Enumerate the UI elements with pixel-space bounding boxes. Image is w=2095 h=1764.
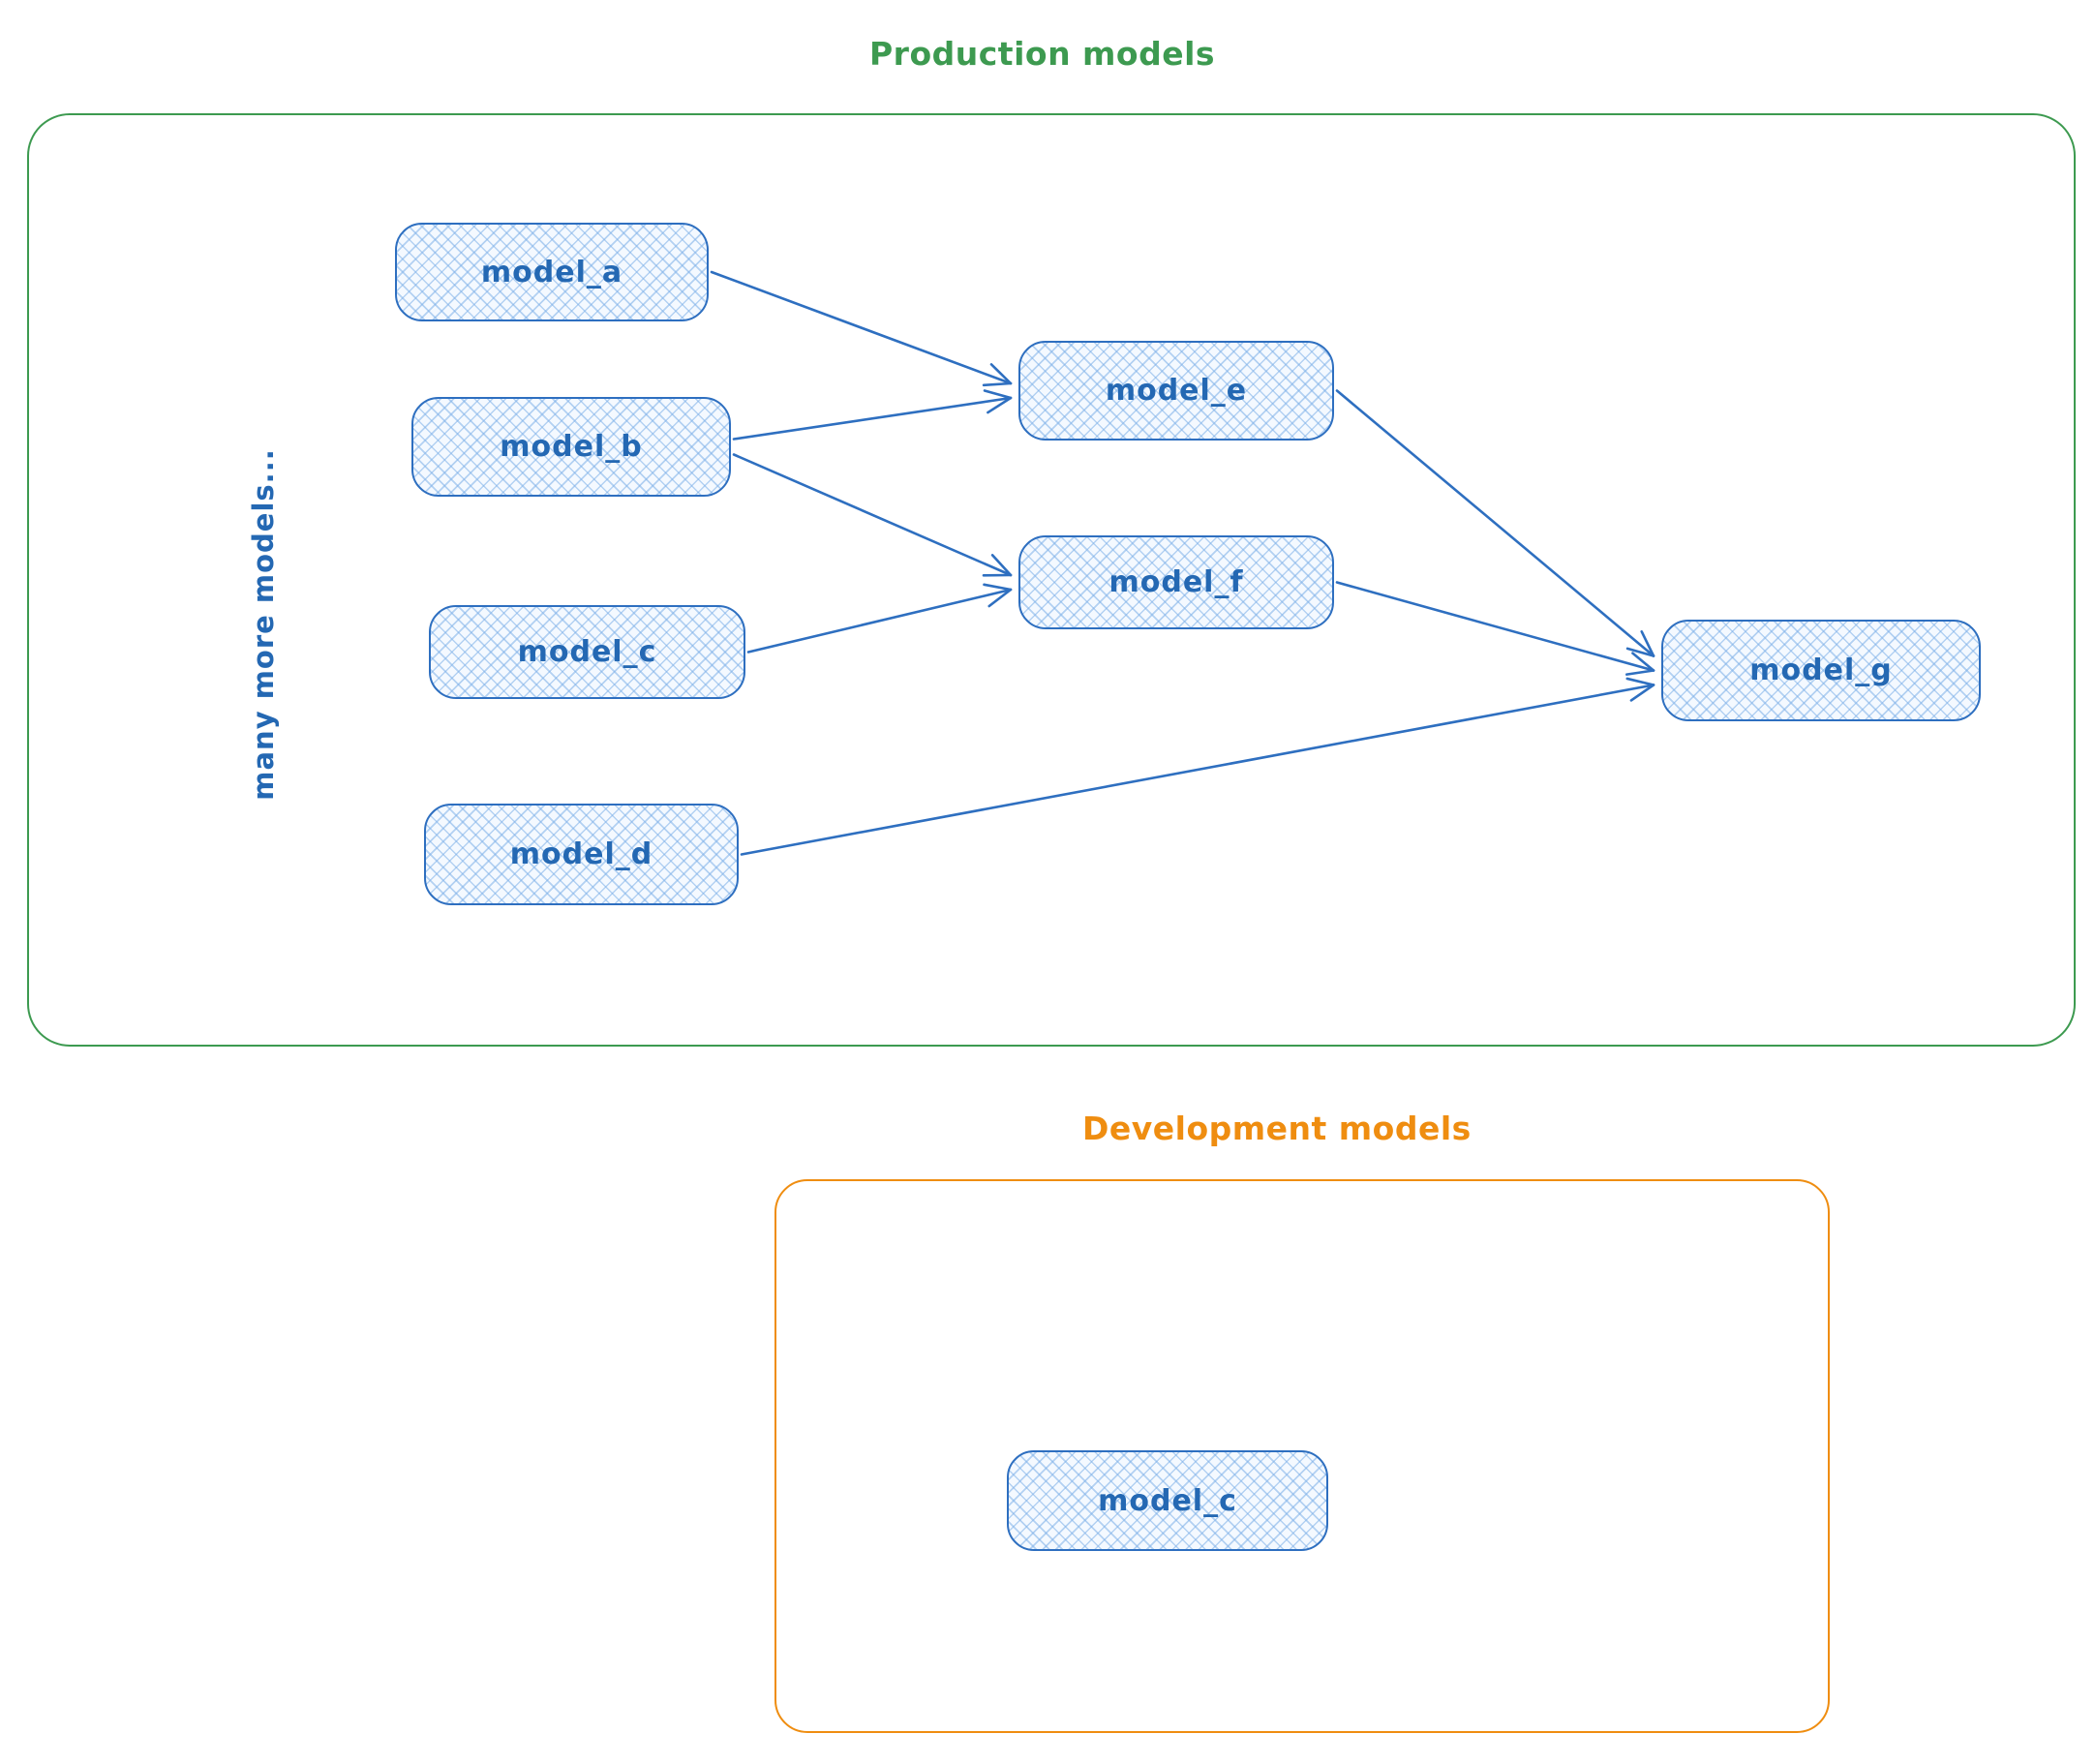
development-title: Development models xyxy=(1082,1110,1472,1147)
development-group-border xyxy=(774,1179,1830,1733)
production-group-border xyxy=(27,113,2076,1047)
production-title: Production models xyxy=(869,35,1216,73)
node-label: model_b xyxy=(500,430,643,464)
node-label: model_f xyxy=(1108,565,1244,599)
node-model-b: model_b xyxy=(411,397,731,497)
many-more-models-note: many more models... xyxy=(247,448,280,801)
node-model-f: model_f xyxy=(1018,535,1334,629)
node-label: model_c xyxy=(517,635,657,669)
node-model-c: model_c xyxy=(429,605,745,699)
node-model-g: model_g xyxy=(1661,620,1981,721)
node-model-e: model_e xyxy=(1018,341,1334,441)
node-label: model_c xyxy=(1098,1483,1237,1518)
node-label: model_g xyxy=(1749,654,1893,687)
node-label: model_a xyxy=(480,255,623,289)
node-label: model_d xyxy=(509,837,653,871)
node-label: model_e xyxy=(1105,374,1248,408)
node-dev-model-c: model_c xyxy=(1007,1450,1328,1551)
node-model-d: model_d xyxy=(424,804,739,905)
node-model-a: model_a xyxy=(395,223,709,321)
